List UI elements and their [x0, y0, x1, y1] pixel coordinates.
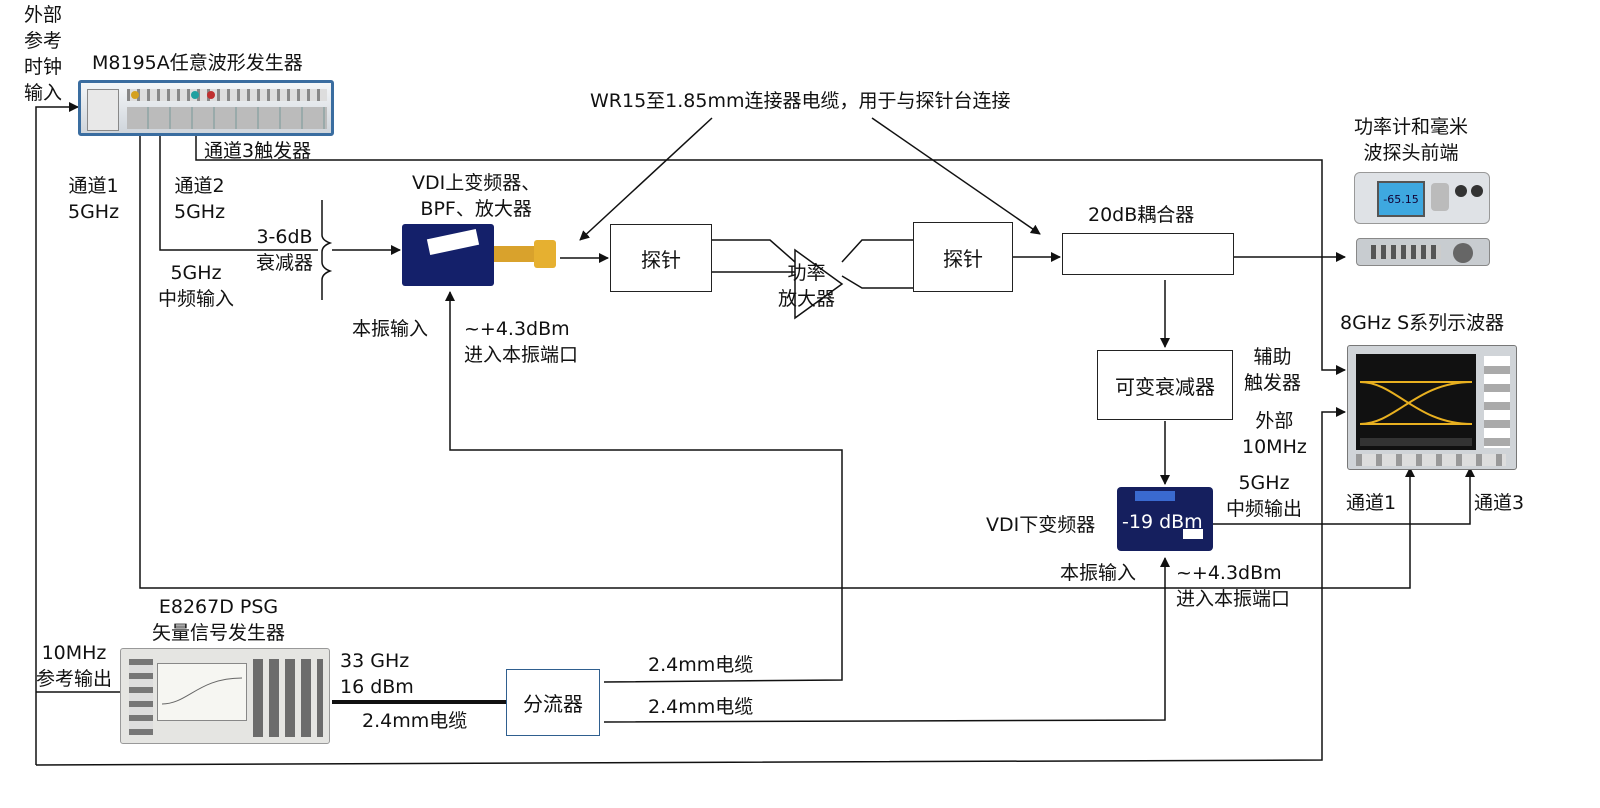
cable-bottom-label: 2.4mm电缆 — [648, 696, 754, 718]
e8267d-title: E8267D PSG 矢量信号发生器 — [152, 596, 286, 644]
e8267d-psg-image — [120, 648, 330, 744]
probe-amp-wire-a — [712, 239, 796, 263]
power-amp-triangle — [794, 248, 844, 320]
splitter-to-up-lo — [445, 291, 843, 683]
m8195a-title: M8195A任意波形发生器 — [92, 52, 303, 74]
scope-title: 8GHz S系列示波器 — [1340, 312, 1505, 334]
coupler-box — [1062, 233, 1234, 275]
ch1-wire — [139, 132, 1415, 589]
splitter-to-down-lo — [603, 557, 1170, 723]
coupler-label: 20dB耦合器 — [1088, 204, 1195, 226]
scope-ch3-label: 通道3 — [1474, 492, 1525, 514]
scope-ch1-label: 通道1 — [1346, 492, 1397, 514]
wr15-pointer-right — [871, 117, 1041, 235]
vdi-upconverter-image — [402, 224, 560, 286]
lo-power-up-label: ~+4.3dBm 进入本振端口 — [464, 318, 579, 366]
ch2-wire — [159, 132, 318, 251]
attenuator-symbol — [321, 200, 333, 300]
aux-trigger-label: 辅助 触发器 — [1244, 346, 1302, 394]
ch3-trigger-wire — [195, 134, 1346, 375]
ch3-trigger-label: 通道3触发器 — [204, 140, 312, 162]
ref-to-scope-wire — [35, 407, 1346, 766]
if-in-label: 5GHz 中频输入 — [158, 262, 235, 310]
ext-ref-clock-wire — [35, 102, 79, 765]
lo-in-down-label: 本振输入 — [1060, 562, 1137, 584]
ch1-label: 通道1 5GHz — [68, 175, 120, 223]
wr15-cable-label: WR15至1.85mm连接器电缆，用于与探针台连接 — [590, 90, 1011, 112]
vdi-downconverter-image — [1117, 487, 1213, 551]
down-power-label: -19 dBm — [1122, 511, 1203, 533]
probe-right-box: 探针 — [913, 222, 1013, 292]
eye-diagram-trace — [1359, 381, 1473, 446]
mmwave-head-image — [1356, 238, 1490, 266]
if-out-label: 5GHz 中频输出 — [1226, 472, 1303, 520]
power-amp-label: 功率 放大器 — [778, 262, 836, 310]
if-out-wire — [1213, 467, 1475, 525]
power-meter-label: 功率计和毫米 波探头前端 — [1354, 116, 1469, 164]
ref-out-label: 10MHz 参考输出 — [36, 642, 113, 690]
lo-power-down-label: ~+4.3dBm 进入本振端口 — [1176, 562, 1291, 610]
oscilloscope-image — [1347, 345, 1517, 470]
cable-top-label: 2.4mm电缆 — [648, 654, 754, 676]
psg-freq-power-label: 33 GHz 16 dBm — [340, 650, 414, 698]
ext-ref-clock-label: 外部 参考 时钟 输入 — [24, 4, 63, 104]
lo-in-up-label: 本振输入 — [352, 318, 429, 340]
vdi-downconverter-label: VDI下变频器 — [986, 514, 1096, 536]
power-meter-image: -65.15 — [1354, 172, 1490, 224]
amp-probe-wire-b — [841, 275, 915, 289]
amp-probe-wire-a — [841, 239, 915, 263]
probe-left-box: 探针 — [610, 224, 712, 292]
wr15-pointer-left — [579, 117, 713, 241]
m8195a-device-image — [78, 80, 334, 136]
ext-10mhz-label: 外部 10MHz — [1242, 410, 1307, 458]
vdi-upconverter-label: VDI上变频器、 BPF、放大器 — [412, 172, 541, 220]
splitter-box: 分流器 — [506, 669, 600, 736]
ch2-label: 通道2 5GHz — [174, 175, 226, 223]
power-meter-reading: -65.15 — [1377, 181, 1425, 217]
variable-attenuator-box: 可变衰减器 — [1097, 350, 1233, 420]
attenuator-label: 3-6dB 衰减器 — [256, 226, 314, 274]
cable-main-label: 2.4mm电缆 — [362, 710, 468, 732]
